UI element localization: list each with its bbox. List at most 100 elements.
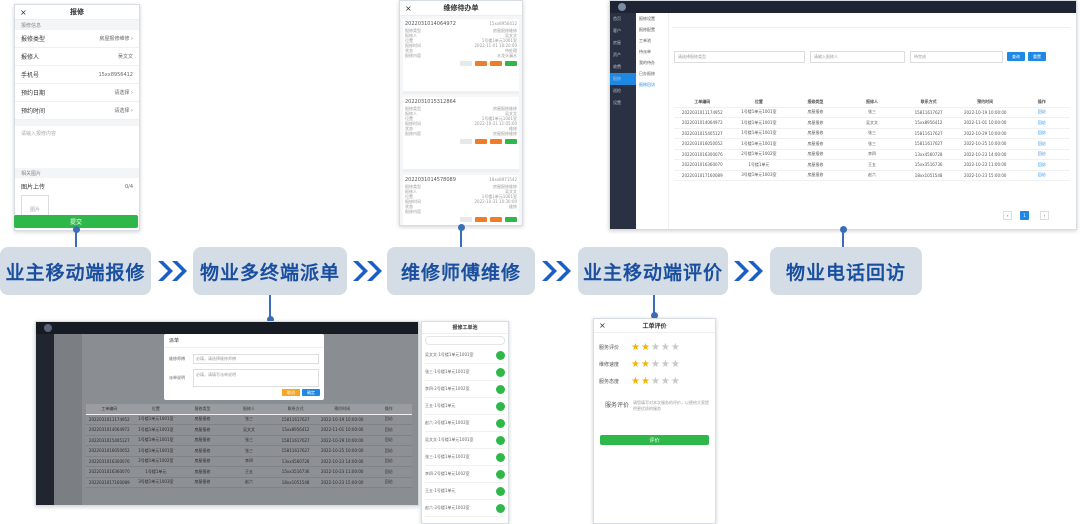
pool-search-input[interactable] bbox=[425, 336, 505, 345]
star-icon[interactable]: ★ bbox=[650, 375, 660, 387]
submenu-item[interactable]: 工单池 bbox=[639, 37, 651, 43]
close-icon[interactable]: × bbox=[405, 3, 412, 13]
accept-button[interactable] bbox=[496, 435, 505, 445]
order-action-button[interactable] bbox=[460, 217, 472, 222]
accept-button[interactable] bbox=[496, 350, 505, 360]
star-icon[interactable]: ★ bbox=[640, 358, 650, 370]
sidebar-item[interactable]: 巡检 bbox=[613, 88, 621, 93]
page-number[interactable]: 1 bbox=[1020, 211, 1029, 220]
order-action-button[interactable] bbox=[505, 217, 517, 222]
accept-button[interactable] bbox=[496, 401, 505, 411]
pool-item[interactable]: 李四·2号楼1单元1002室 bbox=[425, 381, 505, 398]
close-icon[interactable]: × bbox=[20, 7, 27, 17]
submenu-item[interactable]: 待派单 bbox=[639, 48, 651, 54]
return-visit-link[interactable]: 回访 bbox=[1037, 130, 1046, 136]
star-icon[interactable]: ★ bbox=[640, 341, 650, 353]
star-icon[interactable]: ★ bbox=[631, 341, 640, 353]
star-icon[interactable]: ★ bbox=[650, 358, 660, 370]
repair-submit-button[interactable]: 提交 bbox=[14, 215, 138, 228]
accept-button[interactable] bbox=[496, 486, 505, 496]
order-action-button[interactable] bbox=[490, 139, 502, 144]
return-visit-link[interactable]: 回访 bbox=[1037, 140, 1046, 146]
star-icon[interactable]: ★ bbox=[660, 341, 670, 353]
sidebar-item[interactable]: 收费 bbox=[613, 64, 621, 69]
star-icon[interactable]: ★ bbox=[670, 358, 680, 370]
table-cell: 2022-10-19 10:00:00 bbox=[320, 416, 364, 422]
accept-button[interactable] bbox=[496, 418, 505, 428]
pool-item[interactable]: 吴文文·1号楼1单元1001室 bbox=[425, 432, 505, 449]
pool-item[interactable]: 王五·1号楼1单元 bbox=[425, 483, 505, 500]
star-icon[interactable]: ★ bbox=[650, 341, 660, 353]
cancel-button[interactable]: 取消 bbox=[282, 389, 300, 396]
reporter-input[interactable]: 请输入报修人 bbox=[810, 51, 905, 63]
accept-button[interactable] bbox=[496, 452, 505, 462]
star-icon[interactable]: ★ bbox=[660, 358, 670, 370]
sidebar-item[interactable]: 房屋 bbox=[613, 40, 621, 45]
pool-item[interactable]: 王五·1号楼1单元 bbox=[425, 398, 505, 415]
return-visit-link[interactable]: 回访 bbox=[1037, 109, 1046, 115]
order-action-button[interactable] bbox=[505, 61, 517, 66]
order-action-button[interactable] bbox=[475, 61, 487, 66]
submenu-item[interactable]: 报修配置 bbox=[639, 26, 655, 32]
return-visit-link[interactable]: 回访 bbox=[1037, 172, 1046, 178]
sidebar-item[interactable]: 首页 bbox=[613, 16, 621, 21]
return-visit-link[interactable]: 回访 bbox=[1037, 119, 1046, 125]
sidebar-item[interactable]: 报修 bbox=[610, 73, 636, 85]
star-icon[interactable]: ★ bbox=[670, 341, 680, 353]
note-textarea[interactable]: 必填，请填写派单说明 bbox=[193, 369, 319, 387]
star-icon[interactable]: ★ bbox=[631, 358, 640, 370]
pool-item[interactable]: 张三·1号楼1单元1001室 bbox=[425, 449, 505, 466]
reset-button[interactable]: 重置 bbox=[1028, 52, 1046, 61]
accept-button[interactable] bbox=[496, 469, 505, 479]
form-row[interactable]: 预约时间请选择 › bbox=[15, 102, 139, 120]
order-field-label: 报修时间 bbox=[405, 121, 421, 126]
prev-page-button[interactable]: ‹ bbox=[1003, 211, 1012, 220]
repair-type-select[interactable]: 请选择报修类型 bbox=[674, 51, 805, 63]
order-action-button[interactable] bbox=[460, 139, 472, 144]
comment-input[interactable]: 请您填写对本次服务的评价，以便给大家提供更优质的服务 bbox=[633, 400, 709, 411]
order-action-button[interactable] bbox=[460, 61, 472, 66]
form-row[interactable]: 报修人吴文文 bbox=[15, 48, 139, 66]
order-field: 报修人吴文文 bbox=[403, 189, 519, 194]
worker-select[interactable]: 必填，请选择维修师傅 bbox=[193, 354, 319, 364]
order-action-button[interactable] bbox=[490, 61, 502, 66]
sidebar-item[interactable]: 设置 bbox=[613, 100, 621, 105]
accept-button[interactable] bbox=[496, 384, 505, 394]
content-input[interactable]: 请输入报修内容 bbox=[21, 131, 57, 137]
order-action-button[interactable] bbox=[505, 139, 517, 144]
submenu-item[interactable]: 报修设置 bbox=[639, 15, 655, 21]
sidebar-item[interactable]: 客户 bbox=[613, 28, 621, 33]
pool-item[interactable]: 赵六·3号楼1单元1003室 bbox=[425, 500, 505, 517]
sidebar-item[interactable]: 资产 bbox=[613, 52, 621, 57]
order-action-button[interactable] bbox=[475, 217, 487, 222]
confirm-button[interactable]: 确定 bbox=[302, 389, 320, 396]
form-row[interactable]: 预约日期请选择 › bbox=[15, 84, 139, 102]
pool-item[interactable]: 吴文文·1号楼1单元1001室 bbox=[425, 347, 505, 364]
status-select[interactable]: 待完成 bbox=[910, 51, 1003, 63]
order-action-button[interactable] bbox=[475, 139, 487, 144]
star-icon[interactable]: ★ bbox=[640, 375, 650, 387]
close-icon[interactable]: × bbox=[599, 321, 606, 330]
star-icon[interactable]: ★ bbox=[670, 375, 680, 387]
next-page-button[interactable]: › bbox=[1040, 211, 1049, 220]
submenu-item[interactable]: 报修回访 bbox=[639, 81, 655, 87]
form-row[interactable]: 报修类型房屋报修维修 › bbox=[15, 30, 139, 48]
submenu-item[interactable]: 我的待办 bbox=[639, 59, 655, 65]
submenu-item[interactable]: 已办报修 bbox=[639, 70, 655, 76]
return-visit-link[interactable]: 回访 bbox=[1037, 161, 1046, 167]
return-visit-link[interactable]: 回访 bbox=[1037, 151, 1046, 157]
star-icon[interactable]: ★ bbox=[660, 375, 670, 387]
order-action-button[interactable] bbox=[490, 217, 502, 222]
search-button[interactable]: 查询 bbox=[1007, 52, 1025, 61]
star-icon[interactable]: ★ bbox=[631, 375, 640, 387]
pool-item[interactable]: 张三·1号楼1单元1001室 bbox=[425, 364, 505, 381]
pool-item[interactable]: 赵六·3号楼1单元1003室 bbox=[425, 415, 505, 432]
evaluation-submit-button[interactable]: 评价 bbox=[600, 435, 709, 445]
pool-item[interactable]: 李四·2号楼1单元1002室 bbox=[425, 466, 505, 483]
accept-button[interactable] bbox=[496, 367, 505, 377]
accept-button[interactable] bbox=[496, 503, 505, 513]
